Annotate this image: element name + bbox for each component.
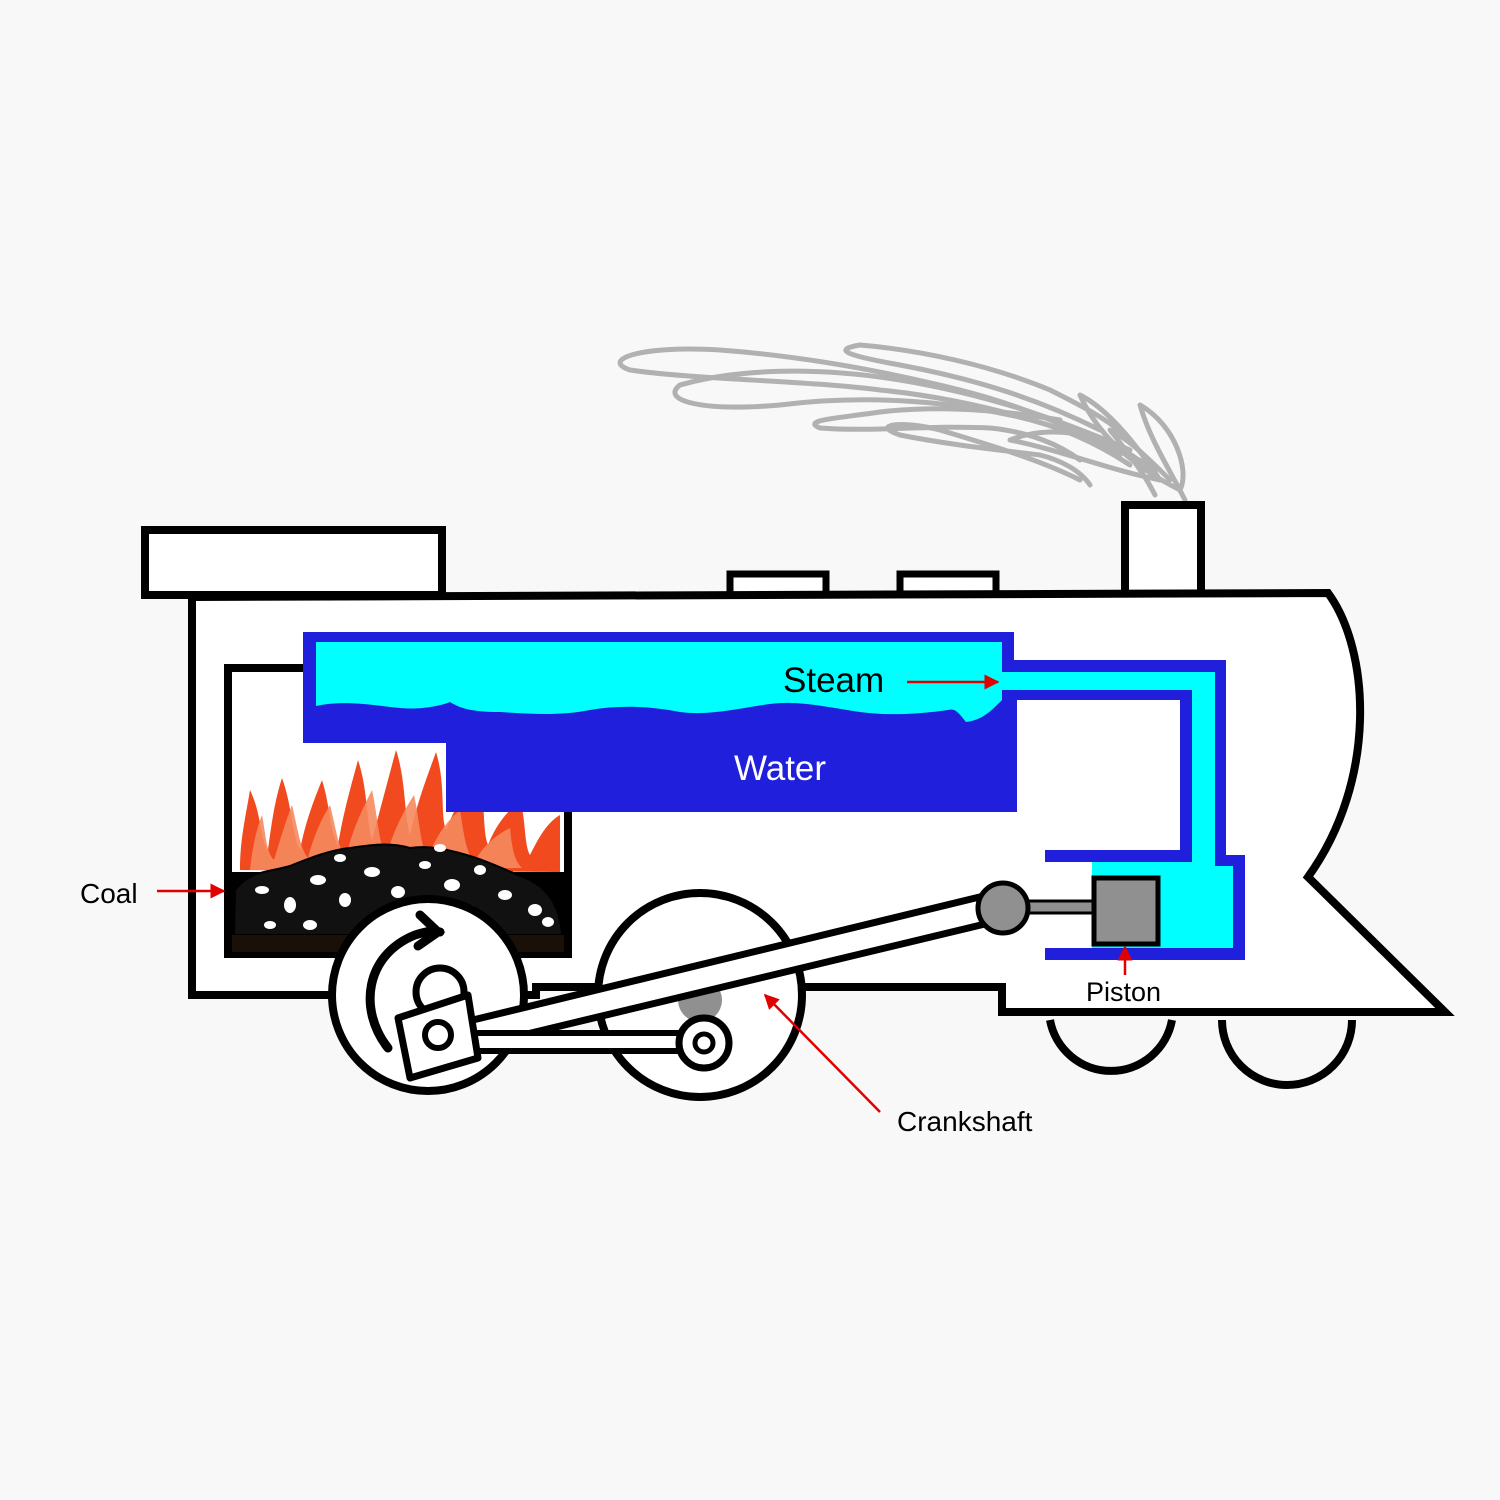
- crankshaft-label: Crankshaft: [897, 1106, 1033, 1137]
- piston-label: Piston: [1086, 977, 1161, 1007]
- label-crankshaft: Crankshaft: [765, 995, 1033, 1137]
- smoke: [620, 345, 1185, 500]
- steam-label: Steam: [783, 661, 884, 700]
- cab-roof: [145, 530, 442, 595]
- water-label: Water: [734, 749, 826, 788]
- coal-label: Coal: [80, 878, 138, 909]
- front-wheel-1: [1050, 1020, 1172, 1071]
- front-wheel-2: [1222, 1020, 1352, 1085]
- chimney: [1125, 505, 1201, 595]
